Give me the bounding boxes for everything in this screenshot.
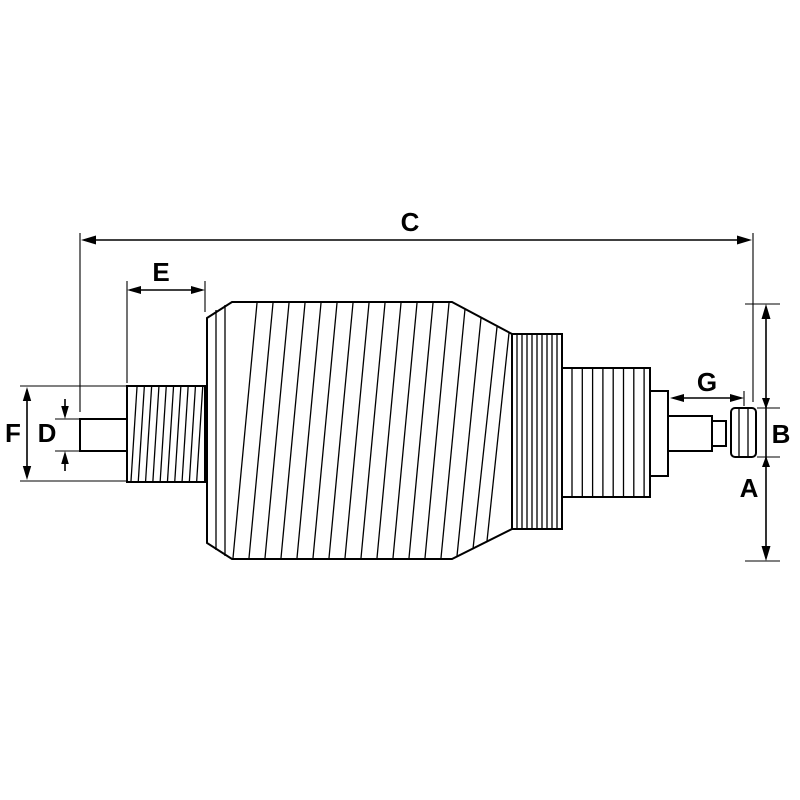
- shaft-neck: [711, 420, 727, 447]
- end-bushing: [730, 407, 757, 458]
- dim-label-c: C: [401, 207, 420, 237]
- right-shaft: [667, 415, 713, 452]
- commutator-segment-lines: [571, 369, 645, 496]
- dimension-b: [757, 398, 780, 467]
- dimension-f: [20, 385, 127, 482]
- core-skew-slot-lines: [232, 302, 450, 559]
- dim-label-d: D: [38, 418, 57, 448]
- bearing-step: [649, 390, 669, 477]
- dim-label-b: B: [772, 419, 791, 449]
- end-bushing-lines: [738, 409, 749, 456]
- dimension-d: [55, 399, 81, 471]
- armature-part: [79, 301, 757, 560]
- dim-label-g: G: [697, 367, 717, 397]
- dimension-c: [79, 233, 754, 412]
- dimension-e: [126, 281, 206, 383]
- dim-label-e: E: [152, 257, 169, 287]
- dim-label-f: F: [5, 418, 21, 448]
- dim-label-a: A: [740, 473, 759, 503]
- commutator: [561, 367, 651, 498]
- dimension-g: [670, 391, 745, 406]
- core-lamination-lines: [215, 305, 226, 556]
- dimension-a: [745, 303, 780, 562]
- winding-end-lines: [440, 308, 510, 559]
- left-shaft: [79, 418, 128, 452]
- spline-teeth-lines: [130, 386, 204, 482]
- winding-band-lines: [516, 335, 558, 528]
